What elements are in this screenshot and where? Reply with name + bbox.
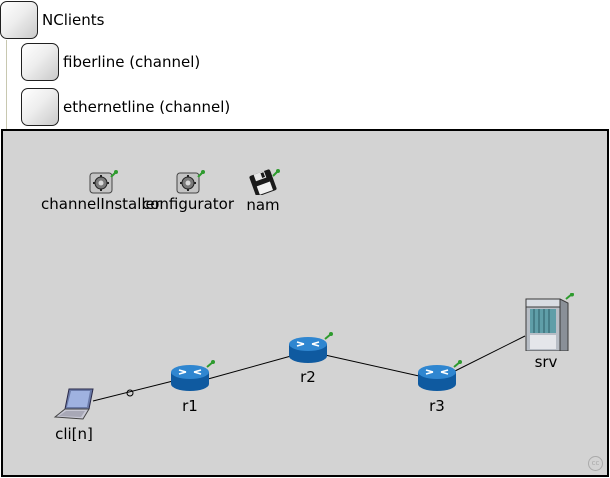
tree-item-label: ethernetline (channel) xyxy=(63,98,231,116)
gear-icon xyxy=(89,170,118,194)
link-cli-r1[interactable] xyxy=(92,380,174,402)
node-label: cli[n] xyxy=(55,425,93,443)
server-icon xyxy=(525,293,574,351)
laptop-icon xyxy=(53,388,94,420)
node-label: nam xyxy=(246,196,280,214)
link-r3-srv[interactable] xyxy=(454,335,526,372)
router-icon xyxy=(289,332,333,363)
tree-item-ethernetline[interactable]: ethernetline (channel) xyxy=(21,87,230,127)
node-label: r1 xyxy=(182,397,198,415)
node-label: configurator xyxy=(142,195,234,213)
link-r2-r3[interactable] xyxy=(324,354,420,377)
tree-item-label: fiberline (channel) xyxy=(63,53,201,71)
node-label: srv xyxy=(534,353,558,371)
floppy-disk-icon xyxy=(249,169,280,195)
tree-item-label: NClients xyxy=(42,11,105,29)
link-gate-marker xyxy=(126,389,134,397)
node-label: channelInstaller xyxy=(41,195,161,213)
tree-item-fiberline[interactable]: fiberline (channel) xyxy=(21,42,200,82)
node-label: r3 xyxy=(429,397,445,415)
network-links xyxy=(92,335,526,402)
router-icon xyxy=(171,360,215,391)
gear-icon xyxy=(176,170,205,194)
router-icon xyxy=(418,360,462,391)
tree-connector-line xyxy=(6,40,7,130)
canvas-corner-icon: cc xyxy=(588,456,603,471)
tree-item-nclients[interactable]: NClients xyxy=(0,0,104,40)
channel-icon xyxy=(21,43,59,81)
channel-icon xyxy=(21,88,59,126)
link-r1-r2[interactable] xyxy=(207,355,292,380)
module-icon xyxy=(0,1,38,39)
node-label: r2 xyxy=(300,368,316,386)
network-canvas[interactable]: channelInstaller configurator xyxy=(1,129,609,477)
